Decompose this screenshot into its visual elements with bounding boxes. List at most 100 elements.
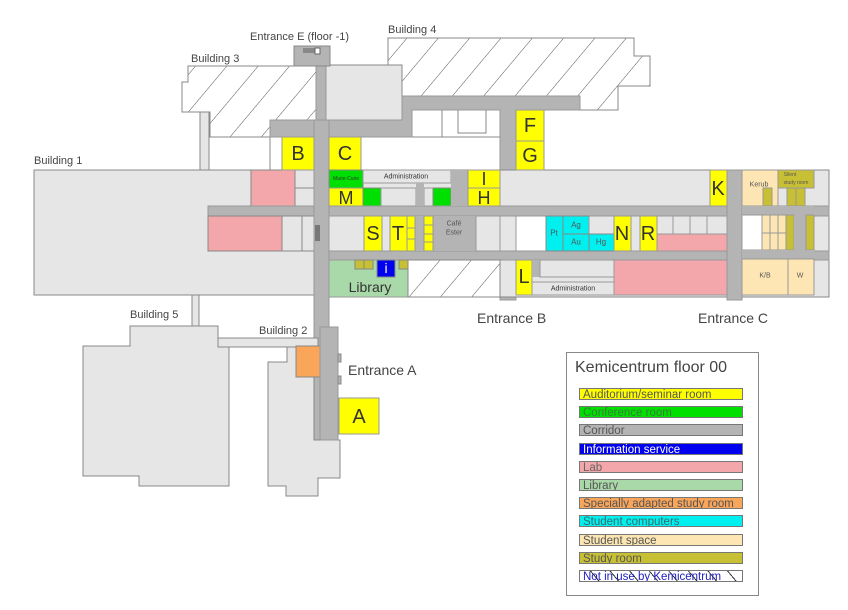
room [706, 215, 728, 235]
room-h[interactable] [467, 187, 501, 207]
room [328, 215, 365, 252]
entrance-a-label: Entrance A [348, 362, 417, 378]
building-1-label: Building 1 [34, 155, 82, 167]
lab[interactable] [613, 259, 728, 296]
silent-label-2: study room [784, 180, 809, 186]
au-label: Au [571, 238, 581, 247]
lab[interactable] [207, 215, 283, 252]
room-l[interactable] [515, 259, 533, 296]
legend-item: Library [579, 479, 743, 491]
kerub-label: Kerub [750, 182, 769, 189]
corridor [742, 250, 814, 259]
information-service[interactable] [376, 259, 396, 278]
conference-room[interactable] [432, 187, 452, 207]
legend-item: Auditorium/seminar room [579, 388, 743, 400]
kb-label: K/B [759, 273, 771, 280]
room-m-label: M [339, 188, 354, 208]
entrance-e-label: Entrance E (floor -1) [250, 31, 349, 43]
entrance-c-label: Entrance C [698, 310, 768, 326]
legend: Kemicentrum floor 00 Auditorium/seminar … [566, 352, 759, 596]
room [672, 215, 691, 235]
specially-adapted-study-room[interactable] [295, 345, 321, 378]
building-5[interactable] [82, 325, 230, 487]
room-a[interactable] [338, 397, 380, 435]
room-c[interactable] [328, 136, 362, 171]
study-cell [423, 215, 434, 226]
building-5-label: Building 5 [130, 309, 178, 321]
administration-top-label: Administration [384, 174, 428, 181]
room-r-label: R [641, 223, 655, 245]
w-label: W [797, 273, 804, 280]
study-cell [423, 241, 434, 252]
room [741, 214, 763, 251]
room-b-label: B [291, 143, 304, 165]
room-i-label: I [481, 169, 486, 189]
room-g[interactable] [515, 140, 545, 171]
room-k-label: K [711, 178, 725, 200]
room-s[interactable] [363, 215, 383, 252]
stairs-icon [315, 225, 320, 241]
cafe-label-2: Ester [446, 230, 463, 237]
student-space [777, 232, 787, 251]
legend-item: Conference room [579, 406, 743, 419]
study-room [354, 259, 365, 270]
room [380, 187, 417, 207]
pt-label: Pt [550, 229, 558, 238]
elevator-icon [314, 47, 321, 55]
connector [199, 111, 210, 171]
ag-label: Ag [571, 221, 581, 230]
building-2[interactable] [267, 346, 341, 497]
room [423, 187, 434, 207]
legend-item: Student computers [579, 515, 743, 528]
entrance-a-door [337, 375, 342, 385]
room [539, 259, 615, 278]
legend-item: Study room [579, 551, 743, 564]
hg-label: Hg [596, 238, 606, 247]
study-room [805, 214, 815, 251]
room [515, 215, 547, 252]
corridor [416, 183, 424, 206]
study-room [785, 214, 795, 251]
room-l-label: L [518, 266, 529, 288]
library-label: Library [349, 279, 392, 295]
legend-item: Specially adapted study room [579, 497, 743, 510]
room-n-label: N [615, 223, 629, 245]
legend-item: Information service [579, 442, 743, 455]
building-4-label: Building 4 [388, 24, 436, 36]
entrance-a-door [337, 353, 342, 363]
room-n[interactable] [613, 215, 632, 252]
legend-item: Corridor [579, 424, 743, 437]
lab[interactable] [656, 233, 728, 252]
student-space-w[interactable] [787, 258, 815, 296]
room [294, 169, 316, 189]
legend-item: Student space [579, 533, 743, 546]
study-room [762, 187, 773, 207]
study-cell [423, 233, 434, 243]
connector [217, 337, 319, 348]
study-room [363, 259, 374, 270]
room-f-label: F [524, 115, 536, 137]
room [294, 187, 316, 207]
room-f[interactable] [515, 109, 545, 142]
student-space-kb[interactable] [741, 258, 789, 296]
lab[interactable] [250, 169, 296, 207]
room-b[interactable] [281, 136, 315, 171]
corridor [408, 216, 476, 251]
student-space [769, 214, 779, 234]
room [588, 215, 615, 235]
corridor [451, 170, 468, 206]
building-3-label: Building 3 [191, 53, 239, 65]
legend-item: Not in use by Kemicentrum [579, 570, 743, 582]
room-t-label: T [392, 223, 404, 245]
room [281, 215, 303, 252]
room-c-label: C [338, 143, 352, 165]
room-a-label: A [352, 406, 366, 428]
room [411, 109, 443, 139]
study-cell [423, 224, 434, 235]
conference-room[interactable] [362, 187, 382, 207]
student-space [769, 232, 779, 251]
legend-item: Lab [579, 460, 743, 473]
legend-title: Kemicentrum floor 00 [575, 359, 728, 376]
room [457, 109, 487, 134]
